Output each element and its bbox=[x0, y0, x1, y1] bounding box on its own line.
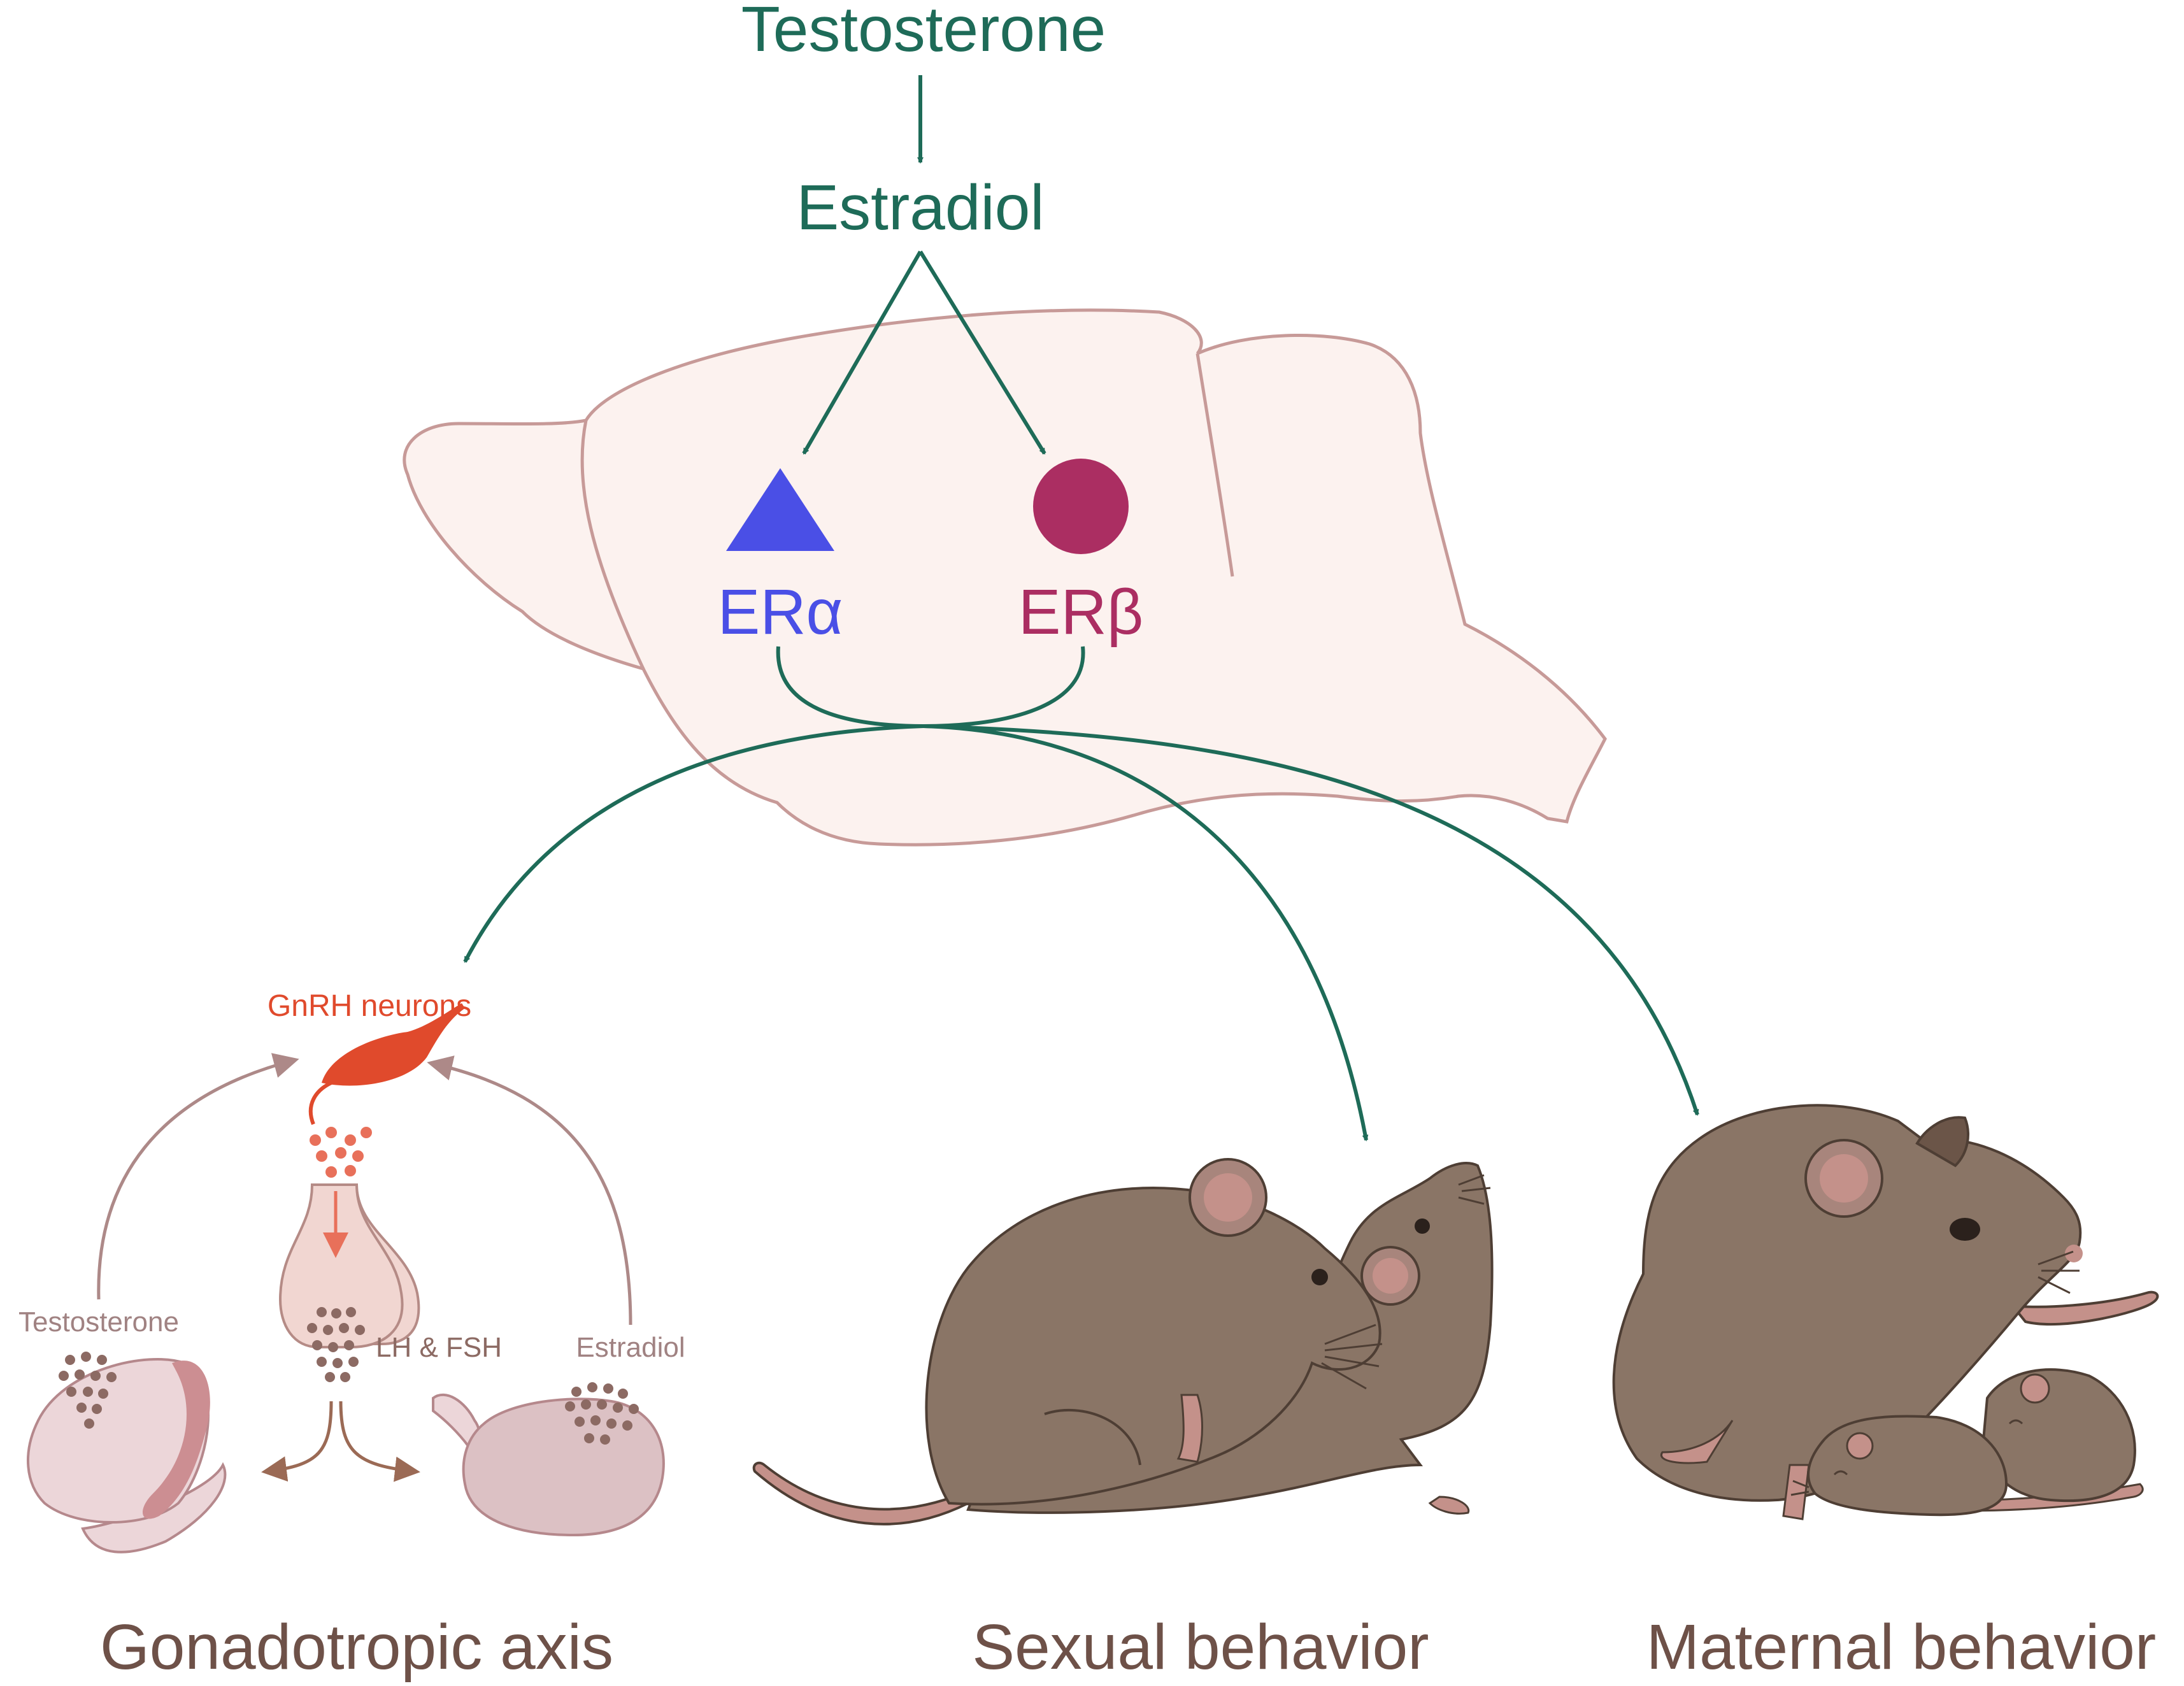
pituitary-gland-icon bbox=[278, 1183, 420, 1348]
lh-fsh-label: LH & FSH bbox=[376, 1332, 502, 1363]
arrow-to-sexual-behavior bbox=[923, 724, 1369, 1141]
ovary-icon bbox=[432, 1394, 665, 1537]
mouse-pups-icon bbox=[1790, 1368, 2144, 1517]
testosterone-small-label: Testosterone bbox=[18, 1306, 179, 1338]
er-alpha-label: ERα bbox=[718, 576, 843, 648]
arrow-to-maternal-behavior bbox=[923, 724, 1699, 1116]
er-beta-circle-icon bbox=[1033, 459, 1129, 554]
estradiol-to-er-beta-arrow bbox=[918, 250, 1046, 455]
gnrh-neuron-icon bbox=[308, 1003, 465, 1125]
er-alpha-triangle-icon bbox=[726, 468, 834, 551]
testosterone-label: Testosterone bbox=[741, 0, 1106, 65]
sexual-behavior-caption: Sexual behavior bbox=[972, 1611, 1429, 1683]
er-beta-label: ERβ bbox=[1018, 576, 1143, 648]
lh-fsh-release-dots bbox=[307, 1307, 365, 1382]
mother-mouse-icon bbox=[1612, 1104, 2159, 1520]
estradiol-dots bbox=[565, 1382, 639, 1445]
estradiol-label: Estradiol bbox=[796, 172, 1044, 243]
lh-fsh-left-arrow bbox=[261, 1401, 333, 1482]
maternal-behavior-caption: Maternal behavior bbox=[1646, 1611, 2156, 1683]
brain-icon bbox=[403, 308, 1607, 847]
gonadotropic-axis-caption: Gonadotropic axis bbox=[100, 1611, 613, 1683]
testosterone-feedback-arrow bbox=[97, 1053, 299, 1300]
testis-icon bbox=[27, 1358, 227, 1554]
estradiol-to-er-alpha-arrow bbox=[802, 250, 922, 455]
gnrh-neurons-label: GnRH neurons bbox=[268, 989, 471, 1023]
testosterone-dots bbox=[59, 1352, 117, 1429]
mating-mice-icon bbox=[752, 1158, 1494, 1525]
gnrh-release-dots bbox=[310, 1127, 372, 1178]
estradiol-small-label: Estradiol bbox=[576, 1332, 685, 1363]
estradiol-feedback-arrow bbox=[427, 1055, 632, 1325]
lh-fsh-right-arrow bbox=[339, 1401, 420, 1482]
arrow-to-gonadotropic-axis bbox=[463, 724, 924, 963]
